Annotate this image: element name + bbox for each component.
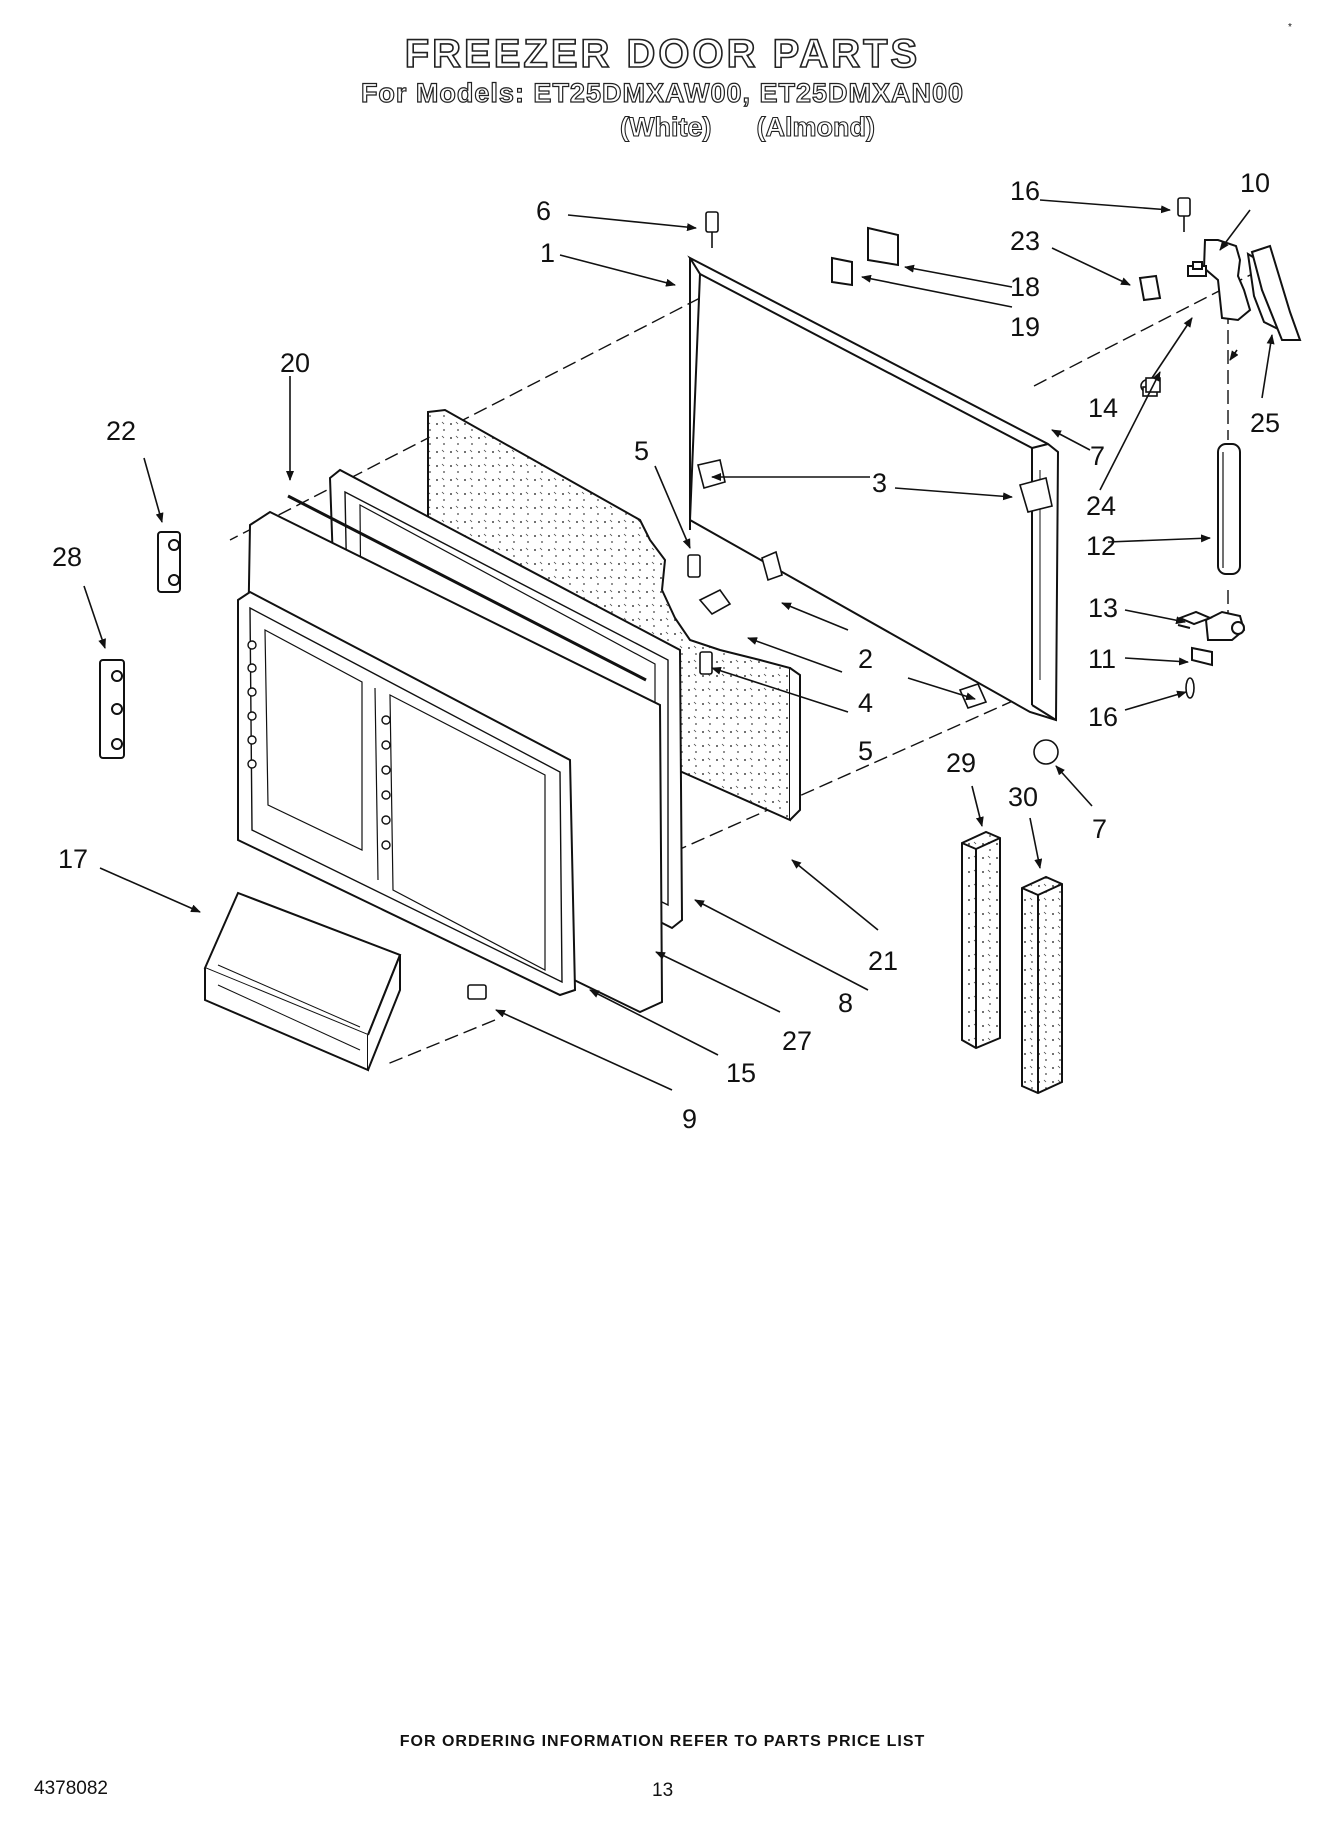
callout-7b: 7 (1092, 814, 1107, 844)
callout-9: 9 (682, 1104, 697, 1134)
handle-bracket-22 (157, 531, 181, 593)
callout-25: 25 (1250, 408, 1280, 438)
door-liner (237, 510, 664, 1014)
hinge-assembly (1177, 239, 1282, 667)
page-number: 13 (652, 1780, 674, 1801)
callout-12: 12 (1086, 531, 1116, 561)
page-title: FREEZER DOOR PARTS (404, 31, 921, 77)
callout-20: 20 (280, 348, 310, 378)
foam-strip-29 (961, 830, 1001, 1050)
callout-27: 27 (782, 1026, 812, 1056)
callout-24: 24 (1086, 491, 1116, 521)
foam-strip-30 (1021, 875, 1063, 1095)
callout-16b: 16 (1088, 702, 1118, 732)
leader-lines (83, 199, 1275, 1091)
callout-29: 29 (946, 748, 976, 778)
corner-mark: * (1288, 22, 1292, 33)
ordering-note: FOR ORDERING INFORMATION REFER TO PARTS … (399, 1733, 926, 1750)
callout-10: 10 (1240, 168, 1270, 198)
cover-25 (1250, 244, 1302, 341)
callout-8: 8 (838, 988, 853, 1018)
callout-numbers: 1 2 3 4 5 5 5 6 7 7 8 9 10 11 12 13 14 1… (52, 168, 1280, 1134)
callout-3: 3 (872, 468, 887, 498)
callout-5c: 5 (858, 736, 873, 766)
label-19 (831, 256, 853, 287)
cap-23 (1138, 274, 1162, 302)
callout-1: 1 (540, 238, 555, 268)
callout-4: 4 (858, 688, 873, 718)
callout-18: 18 (1010, 272, 1040, 302)
callout-19: 19 (1010, 312, 1040, 342)
fasteners (467, 197, 1195, 1000)
top-strip (287, 494, 647, 682)
callout-21: 21 (868, 946, 898, 976)
callout-17: 17 (58, 844, 88, 874)
color-variants: (White) (Almond) (619, 111, 875, 142)
callout-16a: 16 (1010, 176, 1040, 206)
callout-13: 13 (1088, 593, 1118, 623)
callout-28: 28 (52, 542, 82, 572)
callout-14: 14 (1088, 393, 1118, 423)
callout-15: 15 (726, 1058, 756, 1088)
door-frame (687, 255, 1060, 722)
door-shelf-bin (203, 891, 402, 1072)
callout-11: 11 (1088, 644, 1116, 674)
models-subtitle: For Models: ET25DMXAW00, ET25DMXAN00 (360, 77, 965, 108)
callout-23: 23 (1010, 226, 1040, 256)
callout-22: 22 (106, 416, 136, 446)
callout-5a: 5 (634, 436, 649, 466)
callout-2: 2 (858, 644, 873, 674)
callout-30: 30 (1008, 782, 1038, 812)
label-18 (867, 226, 899, 267)
callout-6: 6 (536, 196, 551, 226)
document-number: 4378082 (34, 1778, 108, 1799)
handle-bracket-28 (99, 659, 125, 759)
callout-7a: 7 (1090, 441, 1105, 471)
